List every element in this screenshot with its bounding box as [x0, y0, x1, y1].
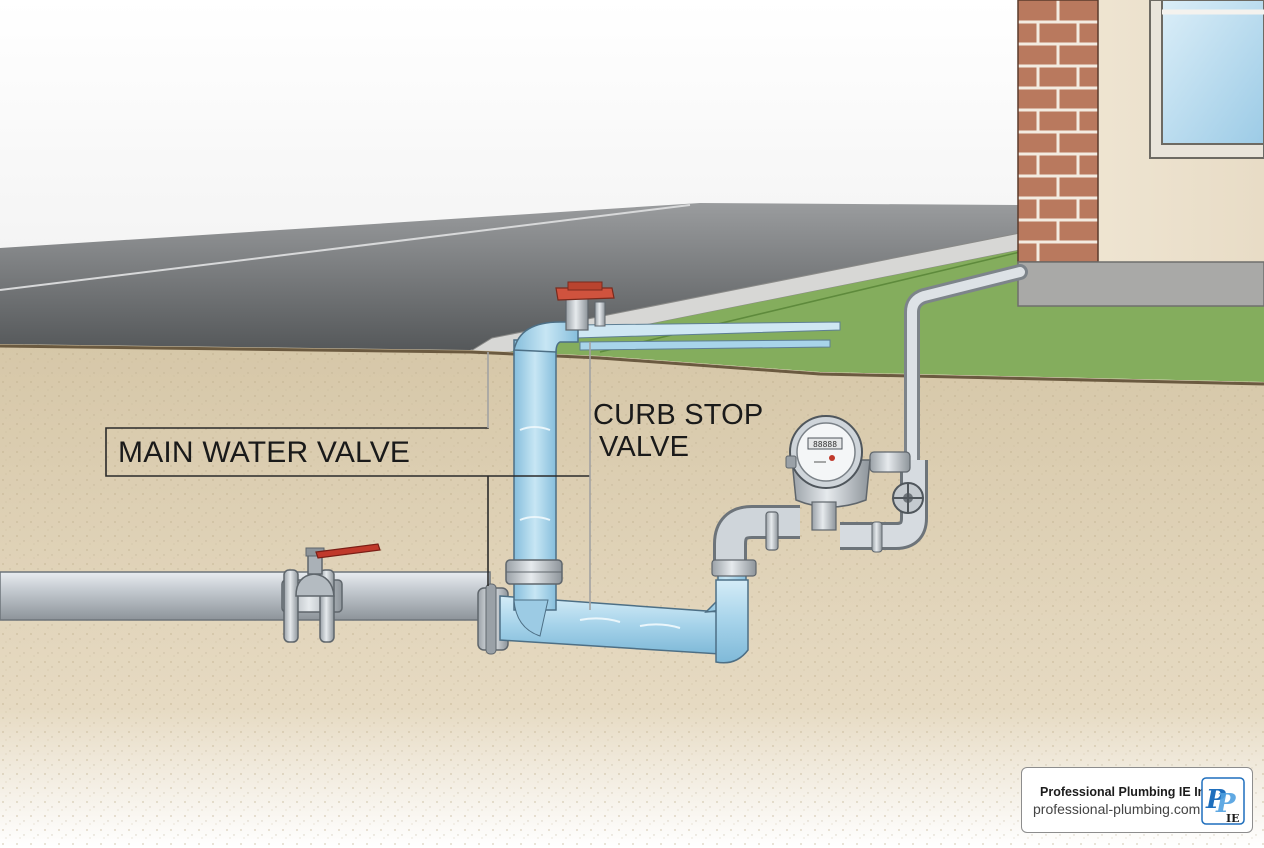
main-water-valve-label: MAIN WATER VALVE: [118, 436, 411, 469]
service-line-surface: [574, 321, 841, 351]
company-url: professional-plumbing.com: [1033, 801, 1201, 817]
soil-texture: [0, 344, 1264, 848]
ground-line: [0, 344, 1264, 386]
brick-column: [1017, 0, 1099, 263]
house-window: [1149, 0, 1264, 159]
curb-stop-valve: [555, 281, 615, 331]
svg-text:P: P: [1205, 785, 1227, 815]
house-foundation: [1017, 261, 1264, 307]
road-lane-line: [0, 204, 691, 291]
branding-card: Professional Plumbing IE Inc. profession…: [1021, 767, 1253, 833]
company-name: Professional Plumbing IE Inc.: [1040, 785, 1216, 799]
curb-stop-label-line2: VALVE: [599, 431, 690, 463]
riser-coupling: [505, 559, 563, 585]
main-water-line: [0, 571, 491, 621]
svg-text:P: P: [1215, 789, 1237, 819]
company-logo-icon: P P IE: [1201, 777, 1245, 825]
main-water-valve: [281, 543, 381, 643]
valve-handle: [315, 543, 381, 559]
curb-stop-valve-label: CURB STOP VALVE: [593, 401, 763, 462]
house-supply-pipe: [904, 264, 1028, 468]
svg-text:IE: IE: [1226, 812, 1240, 825]
meter-outlet-pipe: [840, 460, 928, 553]
house-shutoff-valve: [892, 482, 924, 514]
meter-inlet-pipe: [711, 505, 800, 577]
meter-reading: 88888: [813, 440, 837, 449]
water-meter: 88888: [785, 415, 911, 531]
road-surface: [0, 203, 1020, 350]
curb-stop-label-line1: CURB STOP: [593, 399, 764, 431]
